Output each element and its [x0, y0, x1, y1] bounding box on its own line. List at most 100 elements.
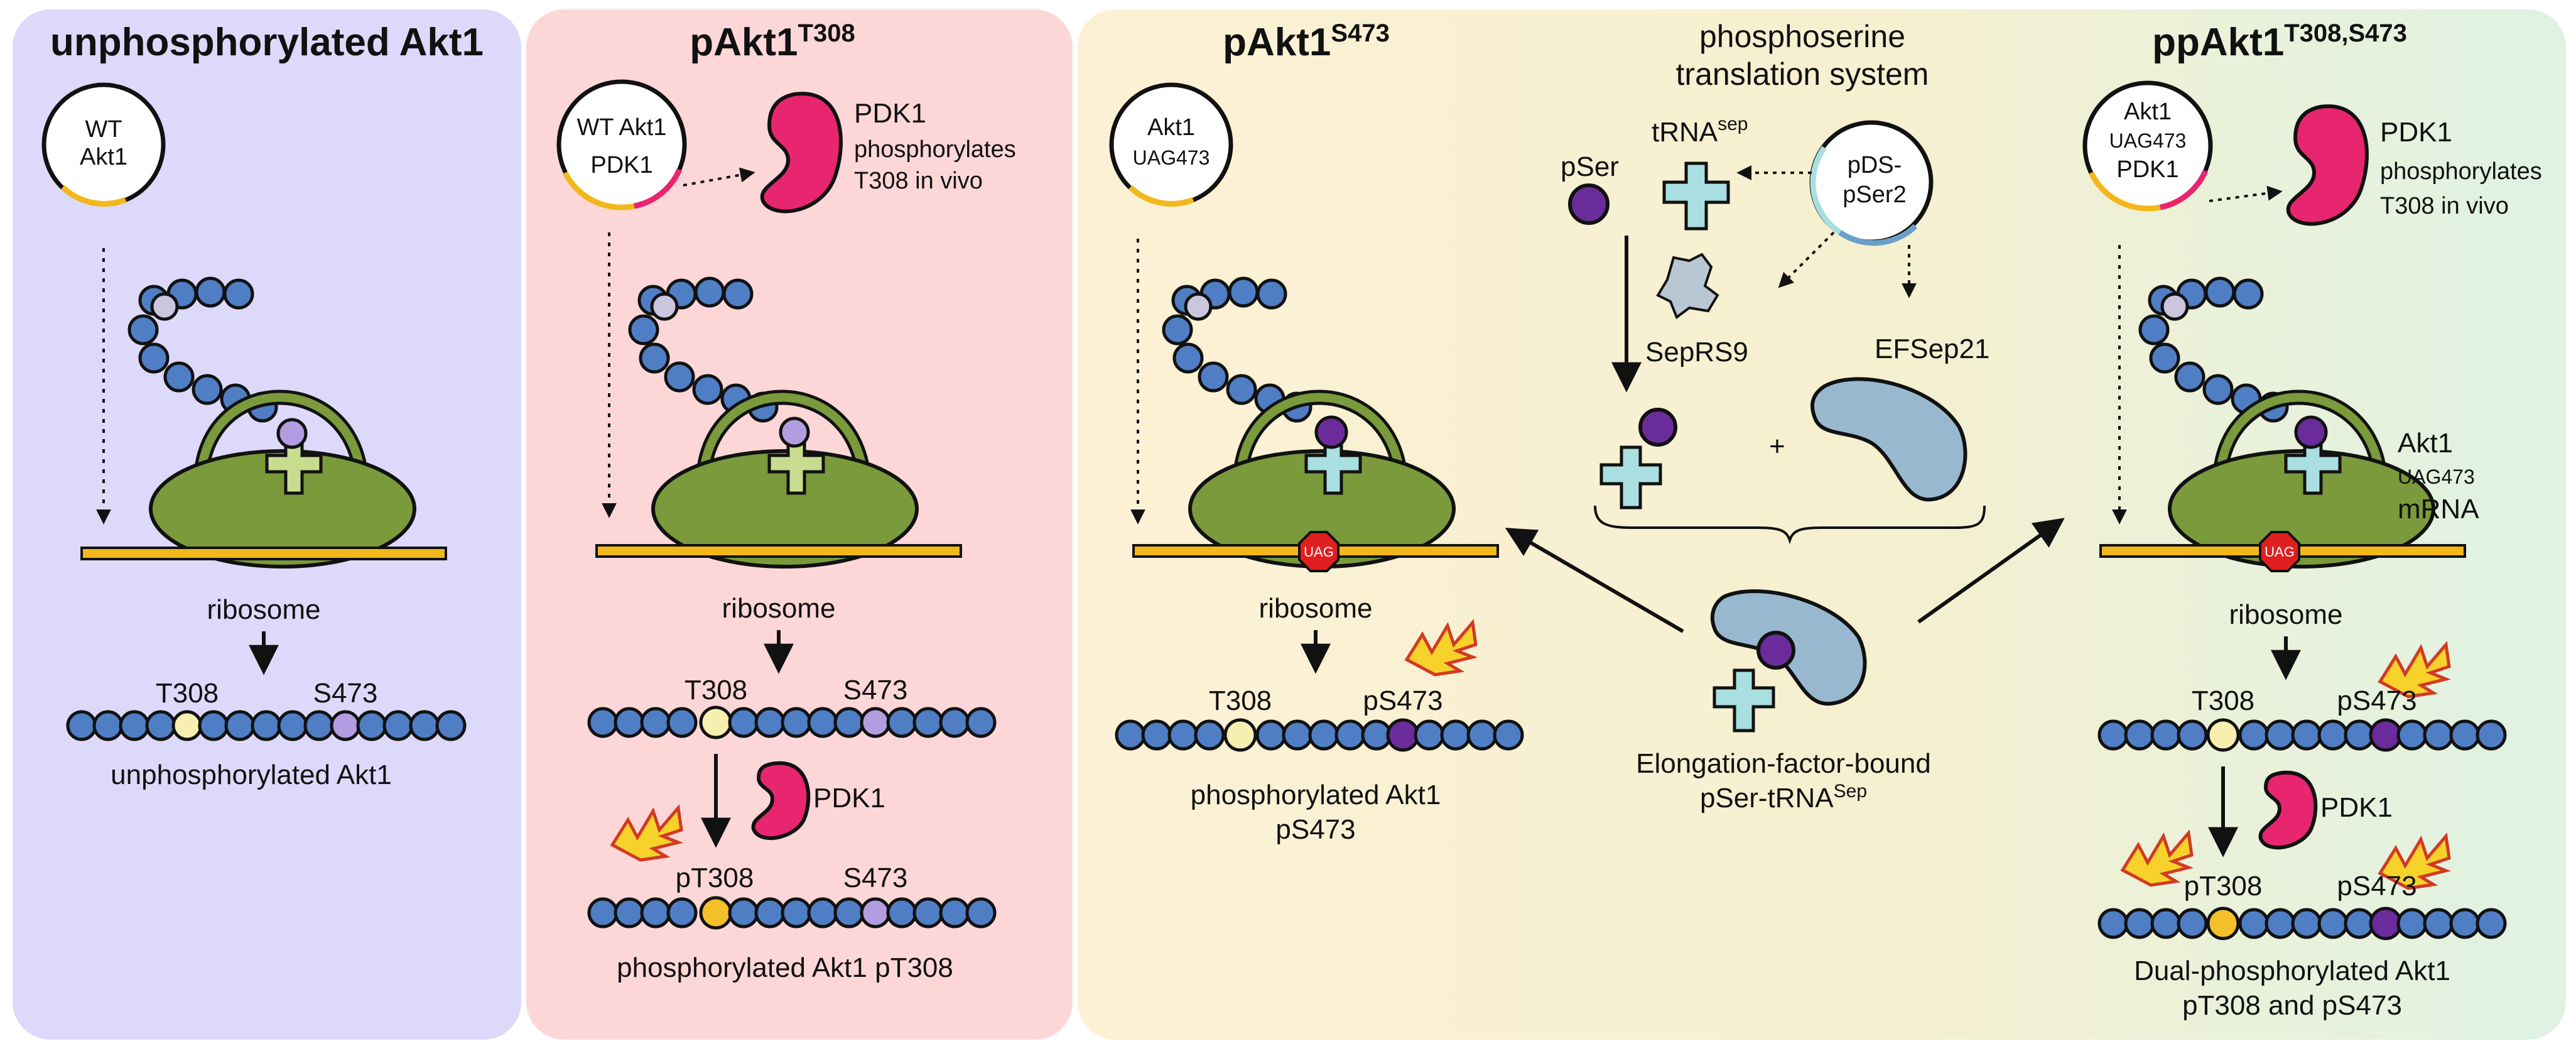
combine-brace — [1594, 505, 1986, 545]
plasmid-akt1-uag473: Akt1 UAG473 — [1109, 82, 1233, 207]
plus-sign: + — [1769, 431, 1785, 462]
pdk1-kinase-icon-2 — [751, 761, 811, 841]
ribosome-label-3: ribosome — [1259, 593, 1373, 624]
pdk1-enzyme-icon — [760, 92, 843, 214]
charged-pser-icon — [1638, 408, 1677, 447]
uag-label-3: UAG — [1304, 544, 1334, 560]
panel-3-caption-2: pS473 — [1275, 814, 1355, 845]
pdk1-label-2: PDK1 — [854, 98, 926, 129]
pdk1-kinase-icon-4 — [2258, 770, 2318, 850]
phospho-burst-icon-4a — [2378, 641, 2452, 699]
plasmid-pst-label-1: pDS- — [1848, 152, 1902, 178]
pst-title-2: translation system — [1676, 57, 1929, 92]
seprs9-icon — [1656, 253, 1719, 320]
complex-caption-1: Elongation-factor-bound — [1636, 748, 1931, 779]
plasmid-pst-label-2: pSer2 — [1843, 182, 1906, 208]
trna-sep-icon — [1662, 161, 1730, 231]
panel-3-caption-1: phosphorylated Akt1 — [1191, 780, 1441, 810]
delivery-arrow-right — [1917, 518, 2065, 624]
pdk1-expression-arrow — [683, 167, 755, 187]
pdk1-enzyme-icon-4 — [2286, 104, 2369, 226]
complex-caption-2: pSer-tRNASep — [1700, 781, 1867, 814]
growing-chain-3 — [1162, 276, 1312, 423]
akt1-chain-4b — [2097, 907, 2507, 940]
pst-title-1: phosphoserine — [1699, 19, 1905, 54]
pdk1-note-4a: phosphorylates — [2380, 158, 2542, 185]
ribosome-4 — [2168, 389, 2435, 569]
pdk1-kinase-label-4: PDK1 — [2320, 792, 2393, 823]
plasmid-label-2: Akt1 — [80, 144, 127, 170]
panel-4-caption-1: Dual-phosphorylated Akt1 — [2134, 956, 2450, 986]
delivery-arrow-left — [1505, 528, 1684, 633]
panel-1-caption: unphosphorylated Akt1 — [111, 760, 392, 790]
plasmid4-label-3: PDK1 — [2116, 156, 2178, 183]
plasmid2-label-2: PDK1 — [590, 152, 652, 178]
plasmid3-label-1: Akt1 — [1147, 114, 1195, 141]
panel-3: pAkt1S473 Akt1 UAG473 — [1109, 19, 1524, 845]
plasmid-pds-pser2: pDS- pSer2 — [1809, 120, 1934, 246]
phospho-burst-icon-4b — [2120, 829, 2194, 887]
pdk1-expression-arrow-4 — [2209, 185, 2283, 202]
ribosome-label-1: ribosome — [207, 594, 321, 625]
plasmid4-label-1: Akt1 — [2124, 99, 2172, 125]
ribosome-label-2: ribosome — [722, 593, 836, 624]
ps473-label-4: pS473 — [2337, 685, 2416, 716]
panel-3-title: pAkt1S473 — [1223, 19, 1390, 64]
ribosome-3 — [1188, 389, 1456, 569]
mrna-label-4a: Akt1 — [2398, 428, 2453, 459]
uag-label-4: UAG — [2265, 544, 2295, 560]
complex-trna-icon — [1713, 668, 1775, 732]
panel-1: unphosphorylated Akt1 WT Akt1 — [41, 21, 484, 790]
akt1-chain-3 — [1115, 718, 1524, 752]
panel-2: pAkt1T308 WT Akt1 PDK1 PDK1 phosphorylat… — [556, 19, 1016, 983]
pdk1-note-4b: T308 in vivo — [2380, 193, 2509, 219]
plasmid3-label-2: UAG473 — [1133, 146, 1210, 169]
uag-stop-icon-3: UAG — [1298, 531, 1339, 572]
mrna-1 — [80, 547, 447, 560]
charged-trna-icon — [1599, 445, 1662, 509]
mrna-label-4b: UAG473 — [2398, 466, 2475, 488]
ps473-label-3: pS473 — [1363, 685, 1442, 716]
plasmid-label-1: WT — [85, 116, 122, 143]
akt1-chain-2b — [587, 896, 997, 930]
panel-2-title: pAkt1T308 — [690, 19, 855, 64]
pt308-label-2: pT308 — [676, 863, 754, 893]
panel-4: ppAkt1T308,S473 Akt1 UAG473 PDK1 PDK1 ph… — [2082, 19, 2542, 1021]
complex-pser-icon — [1756, 631, 1795, 670]
plasmid4-label-2: UAG473 — [2109, 129, 2187, 152]
trna-label: tRNAsep — [1652, 114, 1748, 148]
t308-label-4: T308 — [2192, 685, 2254, 716]
akt1-chain-4 — [2097, 718, 2507, 752]
phospho-burst-icon-4c — [2378, 832, 2452, 890]
plasmid-wt-akt1: WT Akt1 — [41, 82, 166, 207]
ribosome-1 — [149, 389, 416, 569]
akt1-chain-2 — [587, 705, 997, 739]
mrna-2 — [595, 544, 962, 558]
mrna-label-4c: mRNA — [2398, 494, 2479, 525]
t308-label-3: T308 — [1209, 685, 1272, 716]
pdk1-kinase-label-2: PDK1 — [813, 783, 885, 814]
pser-icon — [1568, 183, 1610, 225]
akt1-chain-1 — [66, 710, 467, 741]
pdk1-label-4: PDK1 — [2380, 117, 2452, 148]
ribosome-2 — [651, 389, 919, 569]
panel-2-caption: phosphorylated Akt1 pT308 — [617, 952, 953, 983]
panel-4-caption-2: pT308 and pS473 — [2182, 990, 2402, 1021]
ps473-label-4b: pS473 — [2337, 871, 2416, 901]
t308-label-1: T308 — [156, 678, 219, 709]
pser-label: pSer — [1561, 151, 1619, 182]
pst-arrow-seprs — [1778, 231, 1835, 288]
phospho-burst-icon-3 — [1404, 619, 1478, 677]
panel-1-title: unphosphorylated Akt1 — [50, 21, 484, 64]
pt308-label-4: pT308 — [2184, 871, 2263, 901]
phospho-burst-icon-2 — [610, 804, 684, 862]
ribosome-label-4: ribosome — [2229, 599, 2343, 630]
panel-pakt1-s473-and-pst — [1078, 9, 2566, 1040]
plasmid-akt1-uag473-pdk1: Akt1 UAG473 PDK1 — [2082, 80, 2213, 212]
growing-chain-4 — [2138, 276, 2289, 423]
pdk1-note-2a: phosphorylates — [854, 136, 1016, 163]
seprs9-label: SepRS9 — [1645, 337, 1748, 368]
t308-label-2: T308 — [685, 675, 747, 705]
plasmid2-label-1: WT Akt1 — [577, 114, 667, 141]
